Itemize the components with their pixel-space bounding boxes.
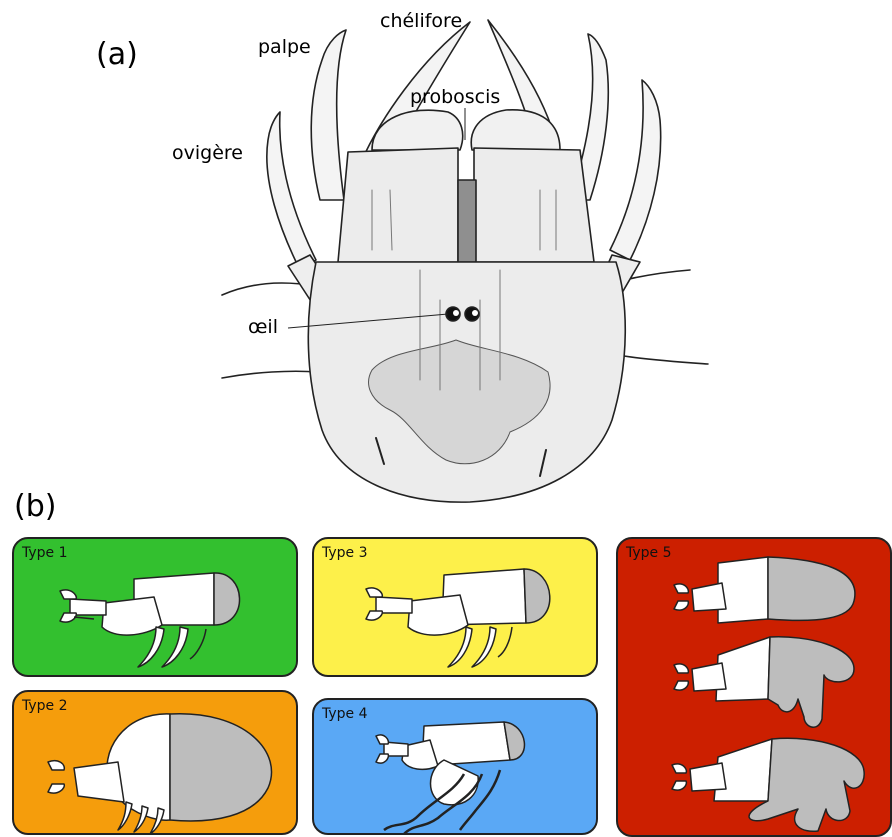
proboscis-core xyxy=(458,180,476,262)
type-5-larvae xyxy=(618,539,892,837)
proboscis-label: proboscis xyxy=(410,88,500,107)
type-4-larva xyxy=(314,700,598,835)
type-3-larva xyxy=(314,539,598,677)
type-2-card: Type 2 xyxy=(12,690,298,835)
type-1-card: Type 1 xyxy=(12,537,298,677)
type-2-larva xyxy=(14,692,298,835)
pycnogonid-illustration xyxy=(0,0,892,510)
body-segment-right xyxy=(474,148,594,262)
type-1-larva xyxy=(14,539,298,677)
type-5-card: Type 5 xyxy=(616,537,892,837)
left-oviger xyxy=(267,112,316,270)
oeil-label: œil xyxy=(248,318,278,337)
left-palp xyxy=(311,30,346,200)
right-oviger xyxy=(610,80,661,260)
type-3-card: Type 3 xyxy=(312,537,598,677)
left-bristle-lower xyxy=(222,371,318,378)
right-bristle-lower xyxy=(624,356,708,364)
palpe-label: palpe xyxy=(258,38,311,57)
ovigere-label: ovigère xyxy=(172,144,243,163)
body-segment-left xyxy=(338,148,458,262)
chelifore-label: chélifore xyxy=(380,12,462,31)
type-4-card: Type 4 xyxy=(312,698,598,835)
